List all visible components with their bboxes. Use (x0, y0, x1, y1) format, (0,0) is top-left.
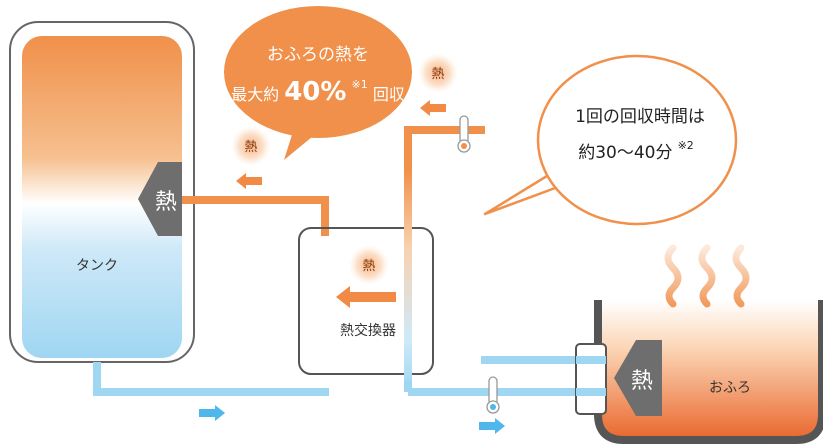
hot-pipe-tank (182, 196, 329, 392)
bath-tub: おふろ (575, 300, 823, 444)
bath-heat-arrow: 熱 (614, 340, 662, 416)
flow-arrow-left-icon (420, 100, 446, 116)
steam-icon (664, 244, 750, 308)
cold-pipe-bottom (93, 362, 329, 396)
bath-heat-arrow-label: 熱 (631, 369, 653, 394)
tank: タンク (9, 21, 195, 363)
tank-heat-arrow: 熱 (138, 162, 182, 236)
flow-arrow-left-icon (236, 173, 262, 189)
callout-left-line1: おふろの熱を (267, 45, 369, 65)
heat-badge-label: 熱 (244, 140, 257, 155)
tank-heat-arrow-label: 熱 (155, 190, 177, 215)
callout-left-prefix: 最大約 (231, 85, 279, 104)
callout-left-line2: 最大約 40% ※1 回収 (231, 73, 405, 107)
bath-loop-pipe (404, 126, 594, 396)
flow-arrow-left-icon (336, 286, 396, 308)
flow-arrow-right-icon (479, 418, 505, 434)
heat-badge-label: 熱 (431, 67, 444, 82)
thermometer-icon (486, 376, 500, 414)
callout-left-note: ※1 (352, 78, 368, 91)
callout-right-value: 約30〜40分 (578, 143, 672, 163)
tank-label: タンク (76, 258, 118, 274)
callout-left-value: 40% (284, 77, 346, 107)
callout-recovery-rate: おふろの熱を 最大約 40% ※1 回収 (224, 6, 412, 160)
callout-right-note: ※2 (678, 139, 694, 152)
bath-label: おふろ (709, 380, 751, 396)
heat-exchanger: 熱交換器 (298, 227, 434, 375)
flow-arrow-right-icon (199, 405, 225, 421)
heat-badge: 熱 (231, 126, 271, 166)
callout-right-line1: 1回の回収時間は (575, 107, 705, 127)
callout-recovery-time: 1回の回収時間は 約30〜40分 ※2 (483, 54, 738, 226)
callout-right-line2: 約30〜40分 ※2 (578, 139, 694, 163)
heat-badge: 熱 (349, 245, 389, 285)
thermometer-icon (457, 115, 471, 153)
heat-badge: 熱 (418, 53, 458, 93)
callout-left-suffix: 回収 (373, 85, 405, 104)
heat-badge-label: 熱 (362, 259, 375, 274)
heat-exchanger-label: 熱交換器 (340, 322, 396, 339)
